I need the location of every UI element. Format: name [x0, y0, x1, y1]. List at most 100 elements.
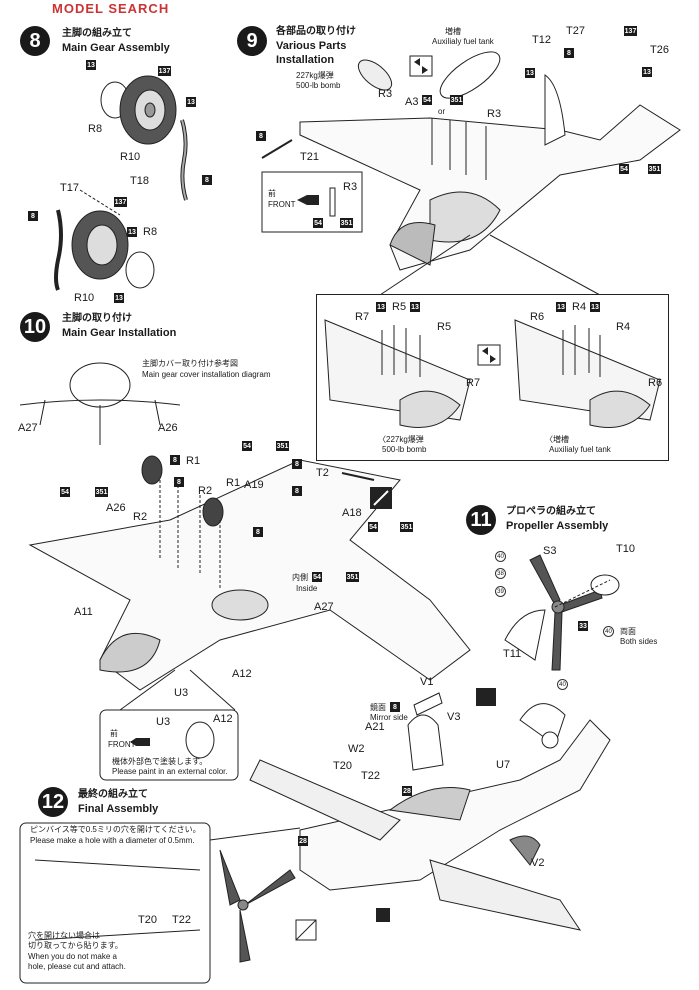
color-8-tag: 8	[256, 131, 266, 141]
color-351-tag: 351	[400, 522, 413, 532]
part-label-a27: A27	[18, 422, 38, 434]
part-label-t22: T22	[361, 770, 380, 782]
tank-note-en: Auxilialy fuel tank	[549, 445, 611, 454]
color-351-tag: 351	[346, 572, 359, 582]
color-137-tag: 137	[114, 197, 127, 207]
part-label-r3-b: R3	[487, 108, 502, 120]
step-8-number: 8	[20, 26, 50, 56]
part-label-a11: A11	[74, 606, 93, 618]
no-hole-note-en-1: When you do not make a	[28, 952, 117, 961]
part-label-r1: R1	[186, 455, 201, 467]
bomb-note-jp: 〈227kg爆弾	[378, 435, 424, 444]
part-label-a12: A12	[232, 668, 252, 680]
part-label-t20-detail: T20	[138, 914, 157, 926]
color-351-tag: 351	[648, 164, 661, 174]
part-label-r5: R5	[392, 301, 407, 313]
step-12-title-jp: 最終の組み立て	[78, 789, 148, 800]
color-351-tag: 351	[340, 218, 353, 228]
color-8-tag: 8	[564, 48, 574, 58]
step-9-title-en2: Installation	[276, 54, 335, 66]
no-hole-note-en-2: hole, please cut and attach.	[28, 962, 126, 971]
no-hole-note-jp-2: 切り取ってから貼ります。	[28, 941, 123, 950]
part-label-r2-b: R2	[133, 511, 148, 523]
front-label-en: FRONT	[268, 200, 296, 209]
color-13-tag: 13	[127, 227, 137, 237]
part-label-t21: T21	[300, 151, 319, 163]
color-54-tag: 54	[242, 441, 252, 451]
color-8-tag: 8	[292, 486, 302, 496]
part-label-u3: U3	[174, 687, 189, 699]
step-11-title-en: Propeller Assembly	[506, 520, 609, 532]
inside-label-jp: 内側	[292, 573, 308, 582]
paint-note-en: Please paint in an external color.	[112, 767, 228, 776]
part-label-a18: A18	[342, 507, 362, 519]
color-8-tag: 8	[174, 477, 184, 487]
color-8-tag: 8	[202, 175, 212, 185]
no-hole-note-jp-1: 穴を開けない場合は	[28, 931, 100, 940]
step-12-title-en: Final Assembly	[78, 803, 159, 815]
step-9-title-jp: 各部品の取り付け	[276, 26, 356, 37]
or-label: or	[438, 107, 446, 116]
part-label-r8-lower: R8	[143, 226, 158, 238]
part-label-t2: T2	[316, 467, 329, 479]
part-label-t20: T20	[333, 760, 352, 772]
color-13-tag: 13	[376, 302, 386, 312]
part-label-s3: S3	[543, 545, 557, 557]
part-label-a26: A26	[158, 422, 178, 434]
hole-note-en: Please make a hole with a diameter of 0.…	[30, 836, 195, 845]
color-137-tag: 137	[158, 66, 171, 76]
front-label-jp-2: 前	[110, 729, 118, 738]
color-54-tag: 54	[422, 95, 432, 105]
bomb-label-jp: 227kg爆弾	[296, 71, 334, 80]
color-13-tag: 13	[556, 302, 566, 312]
part-label-v3: V3	[447, 711, 461, 723]
color-40-badge: 40	[557, 679, 568, 690]
step-10-title-jp: 主脚の取り付け	[62, 313, 132, 324]
part-label-r4: R4	[572, 301, 587, 313]
part-label-v2: V2	[531, 857, 545, 869]
color-8-tag: 8	[253, 527, 263, 537]
color-13-tag: 13	[525, 68, 535, 78]
part-label-u7: U7	[496, 759, 511, 771]
part-label-r7-b: R7	[466, 377, 481, 389]
color-54-tag: 54	[313, 218, 323, 228]
part-label-a27-b: A27	[314, 601, 334, 613]
part-label-r3-a: R3	[378, 88, 393, 100]
step-8-title-jp: 主脚の組み立て	[62, 28, 132, 39]
color-38-badge: 38	[495, 568, 506, 579]
part-label-a21: A21	[365, 721, 385, 733]
part-label-w2: W2	[348, 743, 365, 755]
step-8-title-en: Main Gear Assembly	[62, 42, 170, 54]
color-28-tag: 28	[402, 786, 412, 796]
part-label-t26: T26	[650, 44, 669, 56]
part-label-t17: T17	[60, 182, 79, 194]
color-54-tag: 54	[60, 487, 70, 497]
tank-label-jp: 増槽	[445, 27, 461, 36]
part-label-t12: T12	[532, 34, 551, 46]
part-label-t18: T18	[130, 175, 149, 187]
front-label-en-2: FRONT	[108, 740, 136, 749]
color-13-tag: 13	[86, 60, 96, 70]
part-label-t22-detail: T22	[172, 914, 191, 926]
part-label-t10: T10	[616, 543, 635, 555]
hole-note-jp: ピンバイス等で0.5ミリの穴を開けてください。	[30, 825, 201, 834]
color-8-tag: 8	[170, 455, 180, 465]
part-label-r3-c: R3	[343, 181, 358, 193]
mirror-side-jp: 鏡面	[370, 703, 386, 712]
color-54-tag: 54	[368, 522, 378, 532]
part-label-r1-b: R1	[226, 477, 241, 489]
mirror-side-en: Mirror side	[370, 713, 408, 722]
color-13-tag: 13	[114, 293, 124, 303]
color-40-badge: 40	[603, 626, 614, 637]
part-label-r4-b: R4	[616, 321, 631, 333]
color-351-tag: 351	[95, 487, 108, 497]
paint-note-jp: 機体外部色で塗装します。	[112, 757, 208, 766]
both-sides-jp: 両面	[620, 627, 636, 636]
color-54-tag: 54	[619, 164, 629, 174]
part-label-a3: A3	[405, 96, 419, 108]
color-137-tag: 137	[624, 26, 637, 36]
color-351-tag: 351	[276, 441, 289, 451]
